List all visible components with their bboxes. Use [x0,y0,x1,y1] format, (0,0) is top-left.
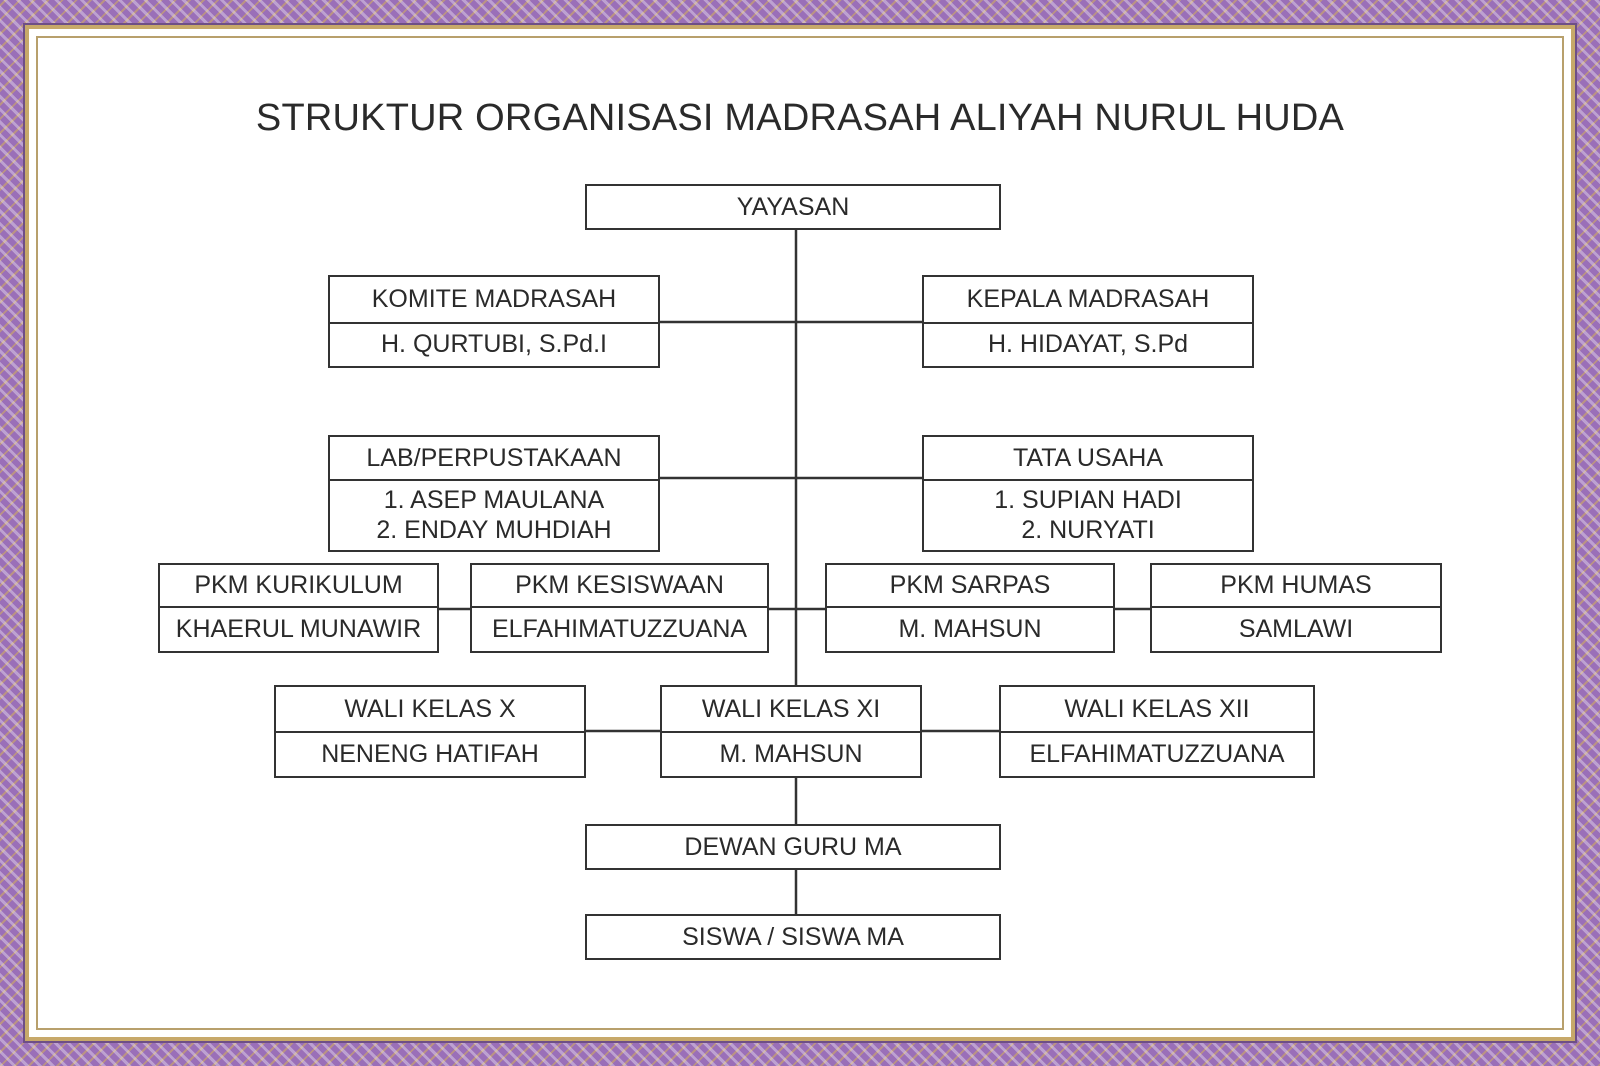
tata-usaha-names: 1. SUPIAN HADI 2. NURYATI [924,481,1252,549]
chart-title: STRUKTUR ORGANISASI MADRASAH ALIYAH NURU… [255,97,1345,139]
yayasan-label: YAYASAN [736,192,850,221]
tata-usaha-name-2: 2. NURYATI [1021,516,1155,544]
pkm-kurikulum-label: PKM KURIKULUM [160,565,437,608]
tata-usaha-label: TATA USAHA [924,437,1252,481]
wali-kelas-xii-name: ELFAHIMATUZZUANA [1029,739,1285,768]
pkm-humas-label: PKM HUMAS [1152,565,1440,608]
pkm-sarpas-name: M. MAHSUN [898,614,1042,643]
lab-name-1: 1. ASEP MAULANA [383,486,605,514]
wali-kelas-xi-name: M. MAHSUN [719,739,863,768]
pkm-sarpas-box: PKM SARPAS M. MAHSUN [825,563,1115,653]
wali-kelas-xi-box: WALI KELAS XI M. MAHSUN [660,685,922,778]
komite-box: KOMITE MADRASAH H. QURTUBI, S.Pd.I [328,275,660,368]
pkm-humas-box: PKM HUMAS SAMLAWI [1150,563,1442,653]
lab-names: 1. ASEP MAULANA 2. ENDAY MUHDIAH [330,481,658,549]
komite-label: KOMITE MADRASAH [330,277,658,324]
pkm-kesiswaan-box: PKM KESISWAAN ELFAHIMATUZZUANA [470,563,769,653]
wali-kelas-xi-label: WALI KELAS XI [662,687,920,733]
kepala-name: H. HIDAYAT, S.Pd [987,330,1189,358]
wali-kelas-xii-box: WALI KELAS XII ELFAHIMATUZZUANA [999,685,1315,778]
tata-usaha-box: TATA USAHA 1. SUPIAN HADI 2. NURYATI [922,435,1254,552]
dewan-guru-label: DEWAN GURU MA [684,832,902,861]
kepala-box: KEPALA MADRASAH H. HIDAYAT, S.Pd [922,275,1254,368]
pkm-kurikulum-name: KHAERUL MUNAWIR [175,614,422,643]
siswa-label: SISWA / SISWA MA [682,922,904,951]
pkm-humas-name: SAMLAWI [1238,614,1354,643]
komite-name: H. QURTUBI, S.Pd.I [381,330,607,358]
pkm-sarpas-label: PKM SARPAS [827,565,1113,608]
wali-kelas-x-box: WALI KELAS X NENENG HATIFAH [274,685,586,778]
wali-kelas-x-name: NENENG HATIFAH [321,739,539,768]
wali-kelas-x-label: WALI KELAS X [276,687,584,733]
pkm-kesiswaan-name: ELFAHIMATUZZUANA [491,614,748,643]
yayasan-box: YAYASAN [585,184,1001,230]
pkm-kesiswaan-label: PKM KESISWAAN [472,565,767,608]
tata-usaha-name-1: 1. SUPIAN HADI [994,486,1182,514]
lab-box: LAB/PERPUSTAKAAN 1. ASEP MAULANA 2. ENDA… [328,435,660,552]
pkm-kurikulum-box: PKM KURIKULUM KHAERUL MUNAWIR [158,563,439,653]
kepala-label: KEPALA MADRASAH [924,277,1252,324]
dewan-guru-box: DEWAN GURU MA [585,824,1001,870]
wali-kelas-xii-label: WALI KELAS XII [1001,687,1313,733]
siswa-box: SISWA / SISWA MA [585,914,1001,960]
lab-name-2: 2. ENDAY MUHDIAH [376,516,612,544]
lab-label: LAB/PERPUSTAKAAN [330,437,658,481]
